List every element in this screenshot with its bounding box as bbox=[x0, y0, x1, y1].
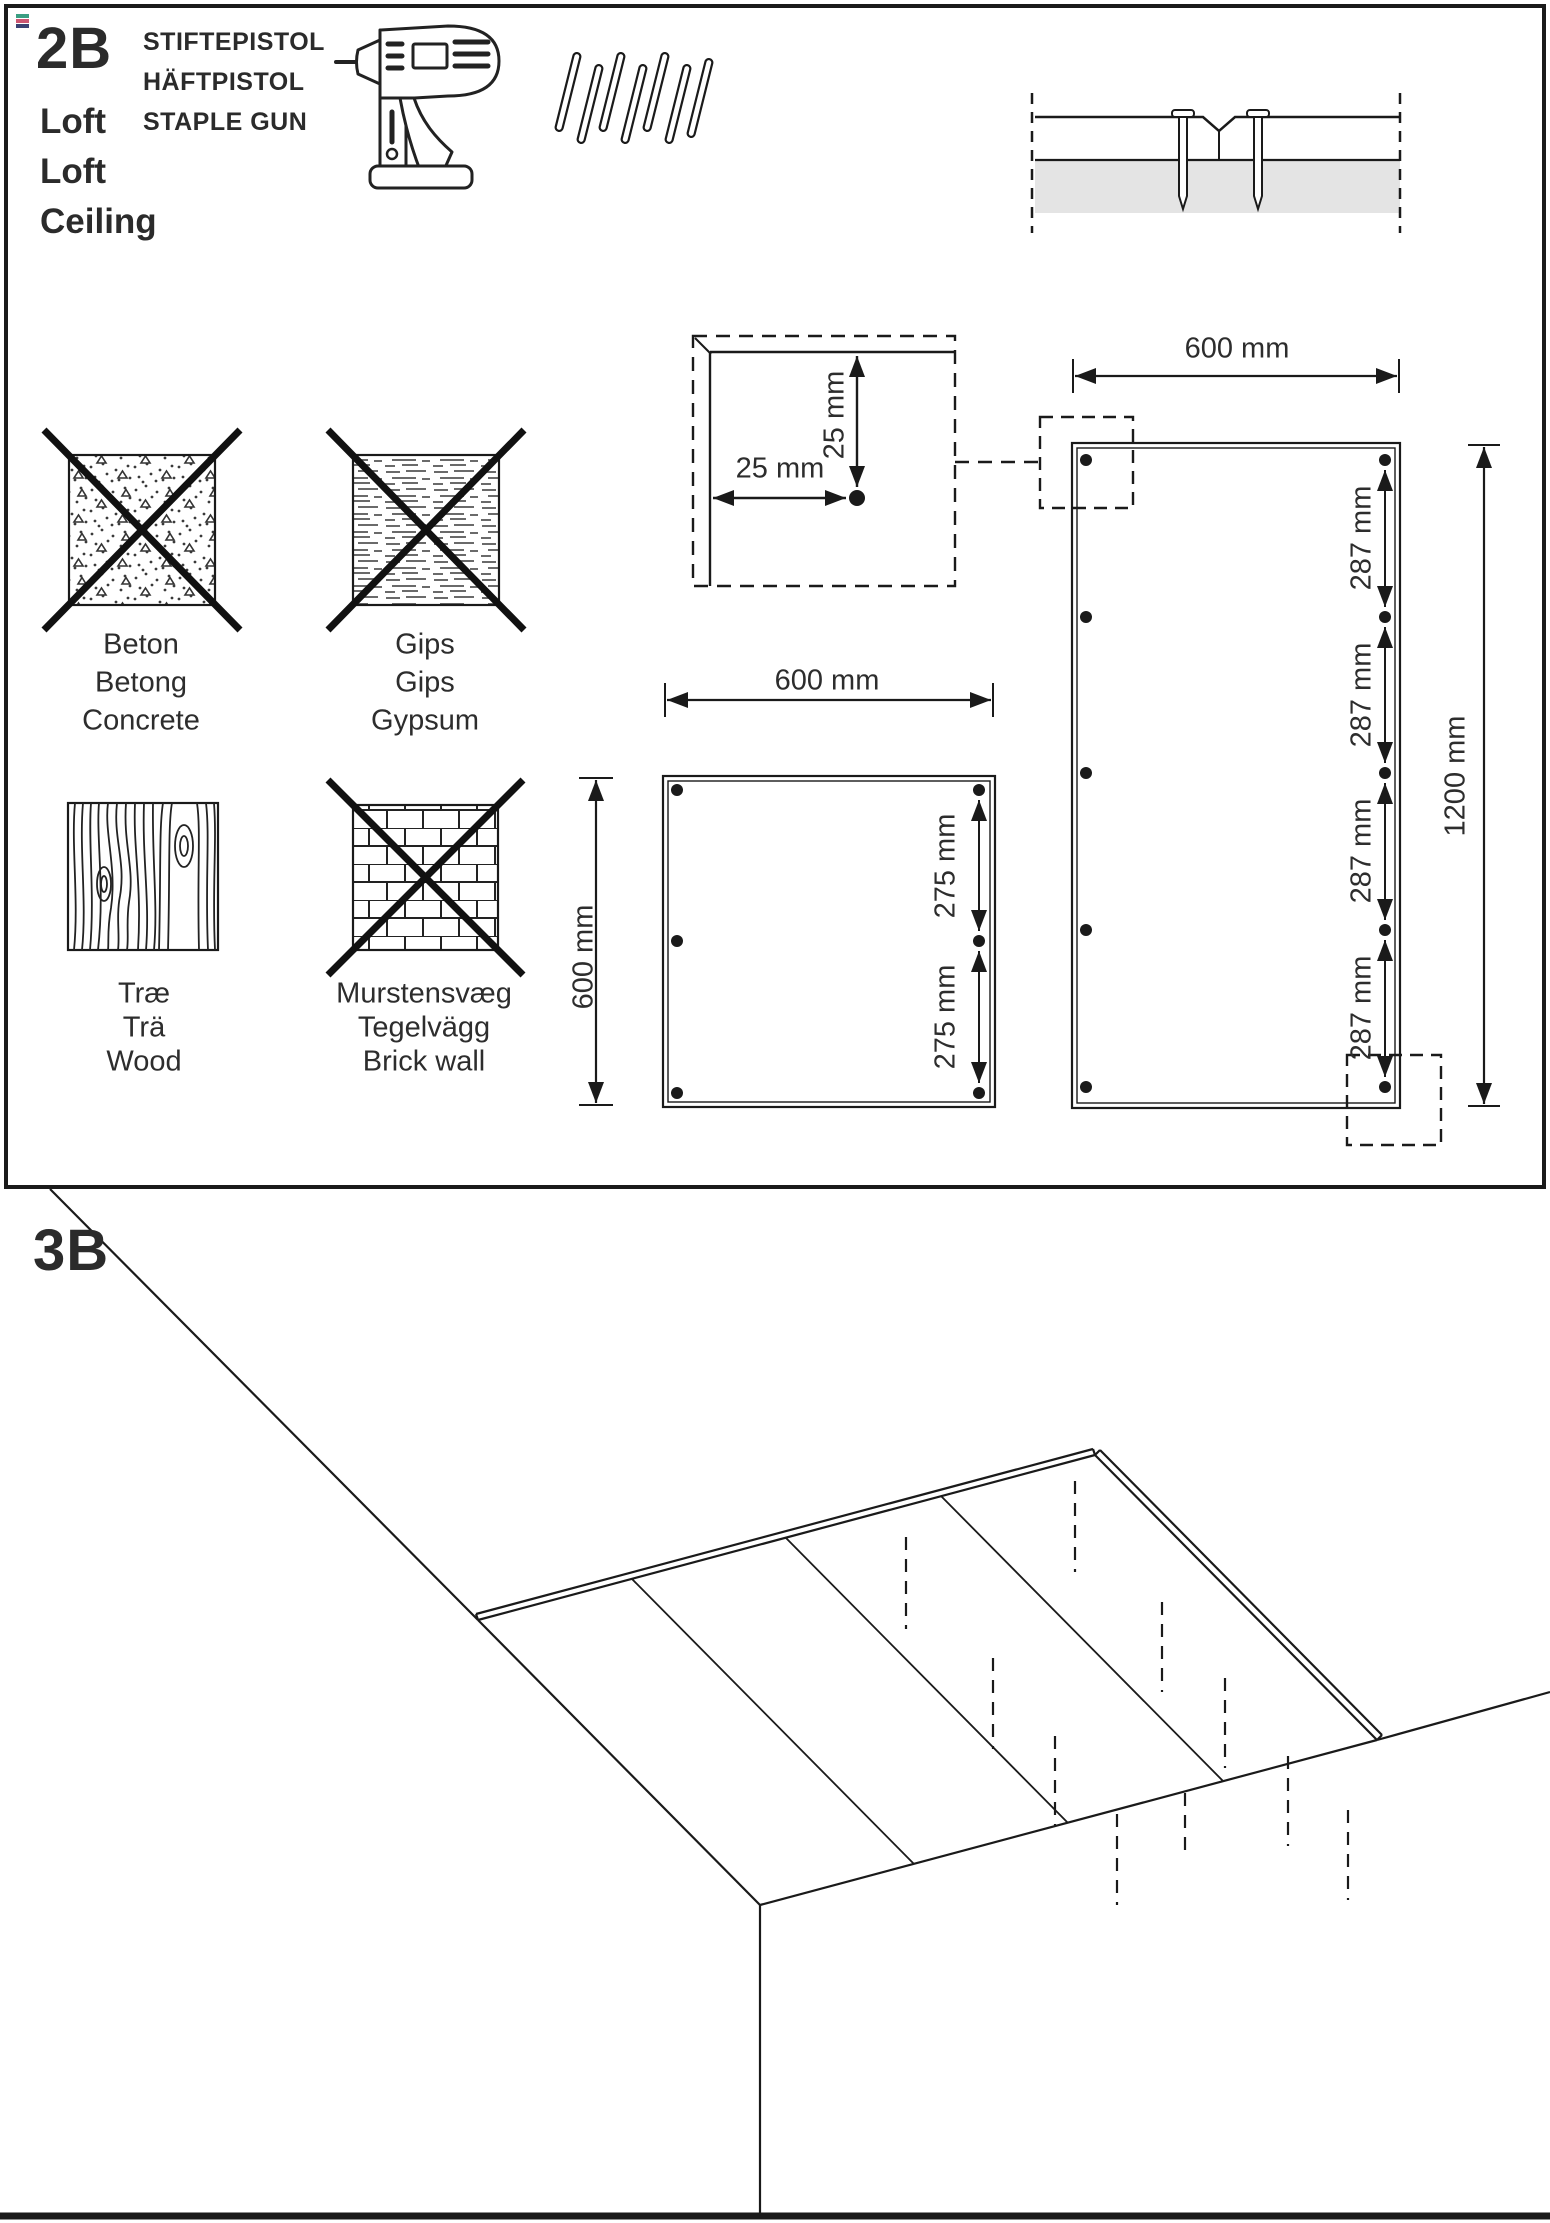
square-panel-diagram bbox=[579, 683, 997, 1109]
panel-outline bbox=[1070, 441, 1402, 1110]
prohibited-cross-icon bbox=[325, 427, 527, 633]
panel-joints bbox=[631, 1495, 1224, 1865]
material-concrete-label-da: Beton bbox=[103, 628, 179, 661]
prohibited-cross-icon bbox=[41, 427, 243, 633]
wall-ceiling-edge-left bbox=[49, 1188, 479, 1621]
material-brick-label-en: Brick wall bbox=[362, 1045, 486, 1078]
tool-name-sv: HÄFTPISTOL bbox=[143, 68, 305, 96]
staple-dots bbox=[1080, 454, 1391, 1093]
wall-ceiling-edge-right bbox=[1376, 1690, 1550, 1742]
material-gypsum-label-da: Gips bbox=[395, 628, 455, 661]
staple-right bbox=[1246, 109, 1270, 213]
surface-name-da: Loft bbox=[40, 102, 107, 141]
detail-offset-vertical-label: 25 mm bbox=[818, 370, 851, 460]
material-square-brick bbox=[325, 777, 526, 978]
material-square-concrete bbox=[41, 427, 243, 633]
surface-name-sv: Loft bbox=[40, 152, 107, 191]
material-wood-label-sv: Trä bbox=[122, 1011, 166, 1044]
material-square-wood bbox=[66, 801, 220, 952]
rect-width-label: 600 mm bbox=[1184, 332, 1290, 365]
registration-bar-2 bbox=[16, 19, 29, 23]
registration-bar-3 bbox=[16, 24, 29, 28]
callout-box-bottom-right bbox=[1345, 1053, 1443, 1147]
tool-name-da: STIFTEPISTOL bbox=[143, 28, 325, 56]
staple-cross-section-diagram bbox=[1030, 93, 1402, 233]
section-borders bbox=[0, 4, 1550, 2220]
material-squares bbox=[41, 427, 527, 978]
square-spacing-label-2: 275 mm bbox=[929, 964, 962, 1070]
staples-icon bbox=[554, 51, 714, 145]
material-concrete-label-en: Concrete bbox=[82, 704, 200, 737]
step-3b-label: 3B bbox=[33, 1218, 110, 1283]
material-gypsum-label-en: Gypsum bbox=[371, 704, 479, 737]
material-square-gypsum bbox=[325, 427, 527, 633]
panel-assembly-outline bbox=[474, 1447, 1383, 1907]
rect-spacing-label-4: 287 mm bbox=[1345, 955, 1378, 1061]
square-width-label: 600 mm bbox=[774, 664, 880, 697]
rect-spacing-label-3: 287 mm bbox=[1345, 798, 1378, 904]
staple-left bbox=[1171, 109, 1195, 213]
prohibited-cross-icon bbox=[325, 777, 526, 978]
rect-height-label: 1200 mm bbox=[1439, 715, 1472, 837]
rect-panel-diagram bbox=[1038, 359, 1500, 1147]
substrate-band bbox=[1035, 160, 1400, 213]
hidden-staple-lines bbox=[904, 1481, 1350, 1905]
registration-bar-1 bbox=[16, 14, 29, 18]
corner-detail-diagram bbox=[691, 334, 1040, 588]
step-2b-frame bbox=[4, 4, 1546, 1189]
surface-name-en: Ceiling bbox=[40, 202, 157, 241]
material-wood-label-da: Træ bbox=[117, 977, 171, 1010]
rect-spacing-label-2: 287 mm bbox=[1345, 642, 1378, 748]
ceiling-isometric-diagram bbox=[49, 1188, 1550, 2213]
rect-spacing-label-1: 287 mm bbox=[1345, 485, 1378, 591]
tool-name-en: STAPLE GUN bbox=[143, 108, 308, 136]
material-concrete-label-sv: Betong bbox=[95, 666, 187, 699]
square-height-label: 600 mm bbox=[567, 904, 600, 1010]
staple-point-dot bbox=[849, 490, 865, 506]
material-brick-label-sv: Tegelvägg bbox=[357, 1011, 491, 1044]
square-spacing-label-1: 275 mm bbox=[929, 813, 962, 919]
material-brick-label-da: Murstensvæg bbox=[336, 977, 512, 1010]
staple-dots bbox=[671, 784, 985, 1099]
registration-mark bbox=[16, 14, 29, 29]
staple-gun-icon bbox=[334, 24, 501, 190]
panel-surface-with-groove bbox=[1035, 115, 1400, 133]
callout-zoom-box bbox=[691, 334, 957, 588]
wood-grain bbox=[72, 803, 216, 950]
callout-box-top-left bbox=[1038, 415, 1135, 510]
step-2b-label: 2B bbox=[36, 16, 113, 81]
material-wood-label-en: Wood bbox=[106, 1045, 182, 1078]
detail-offset-horizontal-label: 25 mm bbox=[735, 452, 825, 485]
panel-outline bbox=[661, 774, 997, 1109]
material-gypsum-label-sv: Gips bbox=[395, 666, 455, 699]
